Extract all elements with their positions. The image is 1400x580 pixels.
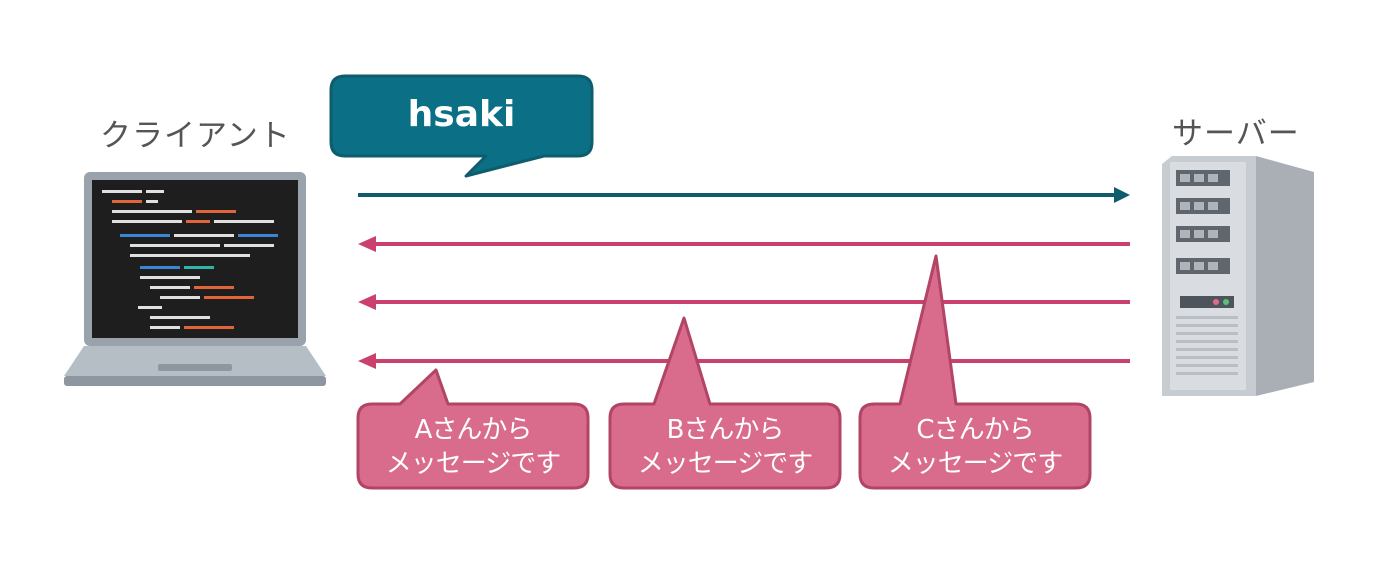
request-bubble-text: hsaki — [407, 94, 516, 135]
message-bubble-b-text: Bさんから メッセージです — [610, 413, 840, 481]
message-a-line1: Aさんから — [414, 415, 533, 445]
message-bubble-a-text: Aさんから メッセージです — [358, 413, 588, 481]
message-bubble-c-text: Cさんから メッセージです — [860, 413, 1090, 481]
message-a-line2: メッセージです — [385, 449, 561, 479]
request-bubble — [329, 74, 594, 178]
server-tower-icon — [1162, 156, 1314, 396]
message-bubble-a — [356, 368, 590, 490]
response-arrow-2 — [358, 294, 1130, 310]
message-c-line2: メッセージです — [887, 449, 1063, 479]
laptop-icon — [64, 172, 326, 386]
response-arrow-1 — [358, 236, 1130, 252]
message-c-line1: Cさんから — [916, 415, 1034, 445]
message-b-line1: Bさんから — [666, 415, 785, 445]
request-arrowhead — [1114, 187, 1130, 203]
client-label: クライアント — [100, 118, 291, 154]
message-b-line2: メッセージです — [637, 449, 813, 479]
message-bubble-b — [608, 316, 842, 490]
message-bubble-c — [858, 254, 1092, 490]
server-label: サーバー — [1172, 116, 1300, 152]
response-arrow-3 — [358, 353, 1130, 369]
